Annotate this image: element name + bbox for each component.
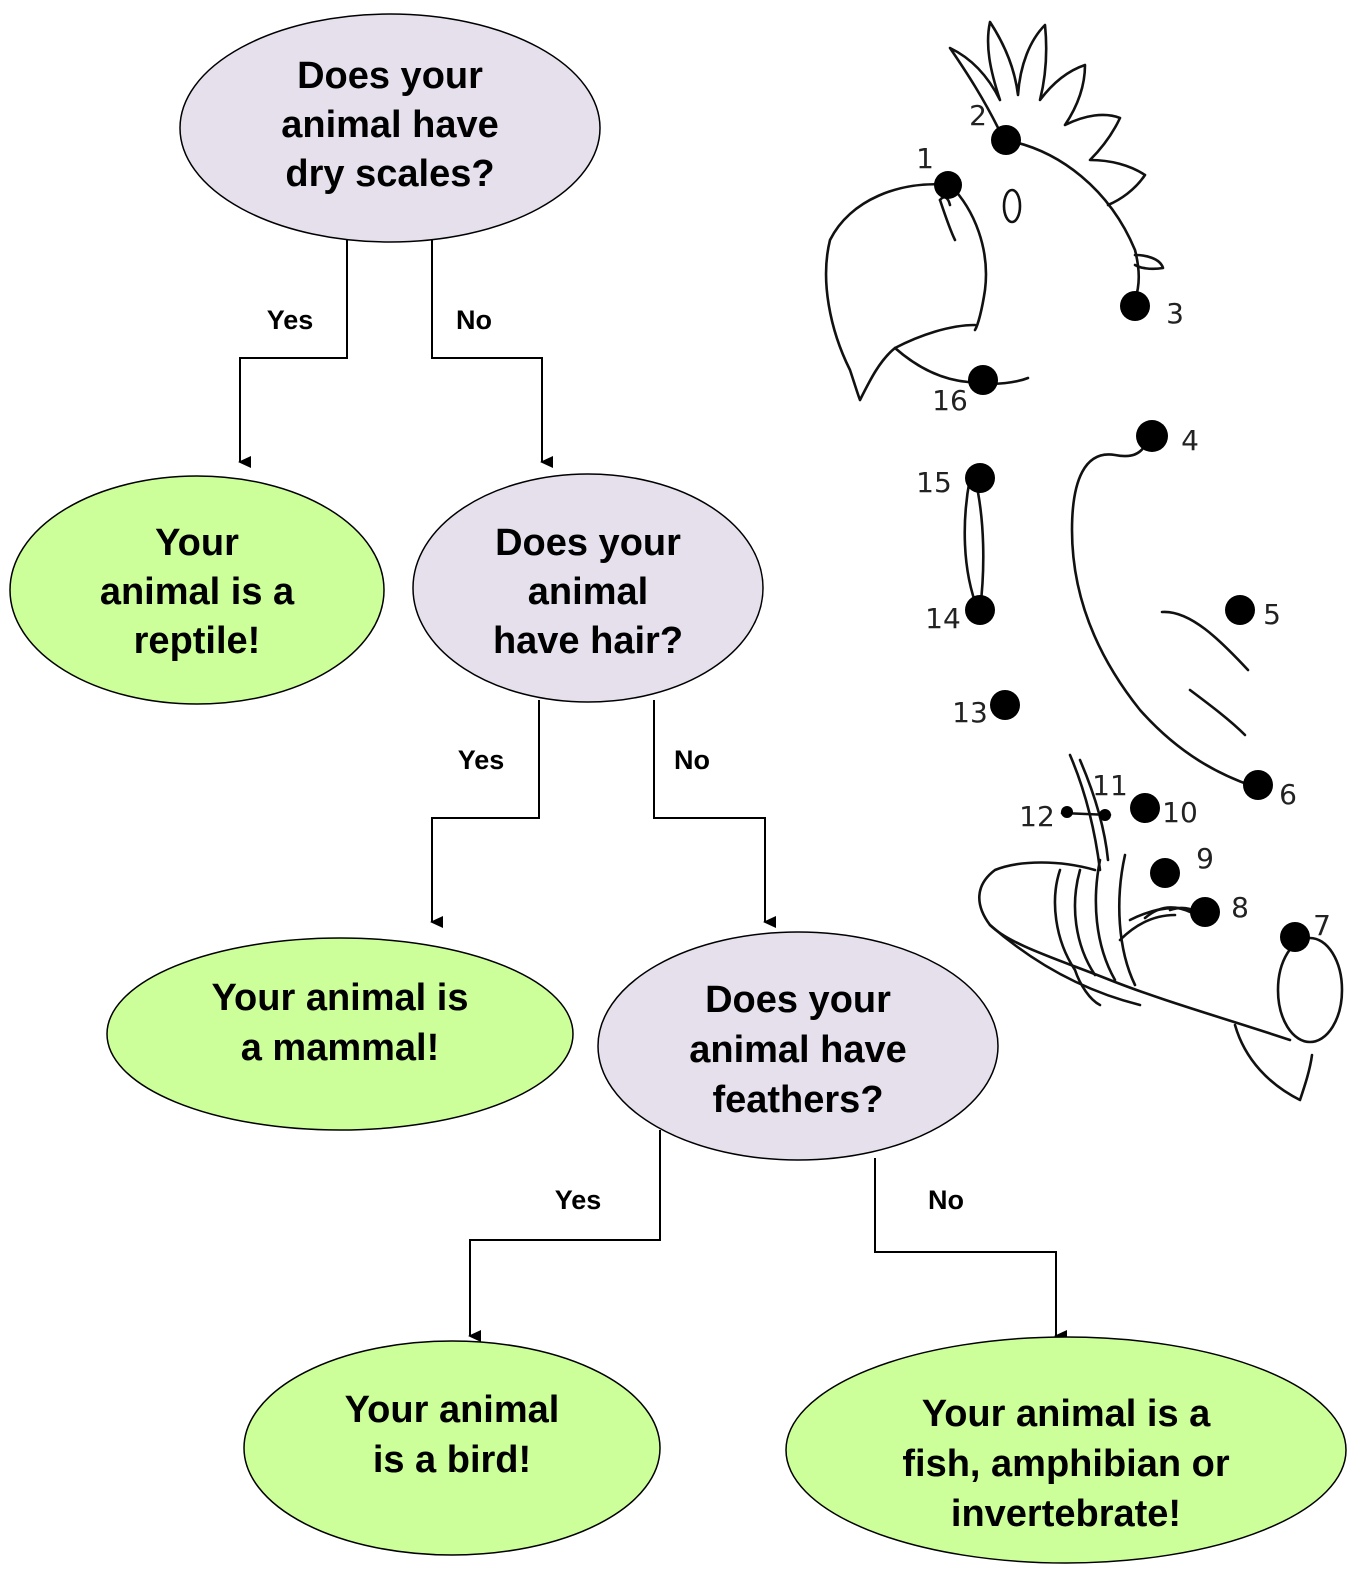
edge-label-yes: Yes [555, 1185, 602, 1215]
node-text-line: Your animal [345, 1389, 560, 1431]
node-text-line: have hair? [493, 620, 683, 662]
edge-label-yes: Yes [267, 305, 314, 335]
edge-label-no: No [928, 1185, 964, 1215]
node-text-line: Your [155, 522, 239, 564]
dot-number: 11 [1092, 769, 1128, 802]
dot-number: 6 [1279, 778, 1297, 811]
answer-node-mammal: Your animal is a mammal! [106, 937, 574, 1131]
dot-11 [1099, 809, 1111, 821]
dot-15 [965, 463, 995, 493]
node-text-line: animal have [689, 1029, 907, 1071]
node-text-line: fish, amphibian or [902, 1443, 1229, 1485]
dot-1 [934, 171, 962, 199]
answer-node-bird: Your animal is a bird! [243, 1340, 661, 1556]
dot-number: 1 [916, 142, 934, 175]
dot-16 [968, 365, 998, 395]
dot-number: 4 [1181, 424, 1199, 457]
question-node-dry-scales: Does your animal have dry scales? [179, 13, 601, 243]
answer-node-fish-amphibian-invertebrate: Your animal is a fish, amphibian or inve… [785, 1336, 1347, 1564]
dot-7 [1280, 922, 1310, 952]
connector-q2-yes [430, 700, 540, 928]
dot-14 [965, 595, 995, 625]
dot-5 [1225, 595, 1255, 625]
dot-number: 9 [1196, 842, 1214, 875]
dot-13 [990, 690, 1020, 720]
dot-number: 12 [1019, 800, 1055, 833]
question-node-hair: Does your animal have hair? [412, 473, 764, 703]
dot-number: 15 [916, 466, 952, 499]
connector-q3-yes [468, 1130, 661, 1342]
connector-q1-no [431, 240, 553, 468]
dot-9 [1150, 858, 1180, 888]
answer-node-reptile: Your animal is a reptile! [9, 475, 385, 705]
node-text-line: animal is a [100, 571, 295, 613]
edge-labels: Yes No Yes No Yes No [267, 305, 964, 1215]
dot-3 [1120, 291, 1150, 321]
edge-label-yes: Yes [458, 745, 505, 775]
node-text-line: Your animal is a [922, 1393, 1211, 1435]
parrot-dot-to-dot-illustration: 1 2 3 4 5 6 7 8 9 10 11 12 13 14 15 16 [824, 20, 1344, 1102]
dot-number: 5 [1263, 598, 1281, 631]
node-text-line: dry scales? [285, 153, 494, 195]
node-text-line: Does your [297, 55, 483, 97]
dot-2 [991, 125, 1021, 155]
node-text-line: Your animal is [212, 977, 469, 1019]
dot-number: 16 [932, 384, 968, 417]
dot-8 [1190, 897, 1220, 927]
connector-q2-no [653, 700, 776, 928]
node-text-line: a mammal! [241, 1027, 440, 1069]
connectors [238, 240, 1067, 1342]
node-text-line: reptile! [134, 620, 261, 662]
edge-label-no: No [456, 305, 492, 335]
dot-6 [1243, 770, 1273, 800]
dot-12 [1061, 806, 1073, 818]
dot-number: 2 [969, 99, 987, 132]
node-text-line: invertebrate! [951, 1493, 1181, 1535]
connector-q3-no [874, 1158, 1067, 1342]
dot-number: 13 [952, 696, 988, 729]
node-text-line: Does your [495, 522, 681, 564]
dot-number: 8 [1231, 891, 1249, 924]
dot-number: 14 [925, 602, 961, 635]
dot-number: 7 [1313, 909, 1331, 942]
node-text-line: Does your [705, 979, 891, 1021]
question-node-feathers: Does your animal have feathers? [597, 931, 999, 1161]
dot-number: 3 [1166, 297, 1184, 330]
node-text-line: animal have [281, 104, 499, 146]
dot-number: 10 [1162, 796, 1198, 829]
dot-10 [1130, 793, 1160, 823]
node-text-line: feathers? [712, 1079, 883, 1121]
edge-label-no: No [674, 745, 710, 775]
node-text-line: animal [528, 571, 648, 613]
connector-q1-yes [238, 240, 348, 468]
node-text-line: is a bird! [373, 1439, 531, 1481]
dot-4 [1136, 420, 1168, 452]
